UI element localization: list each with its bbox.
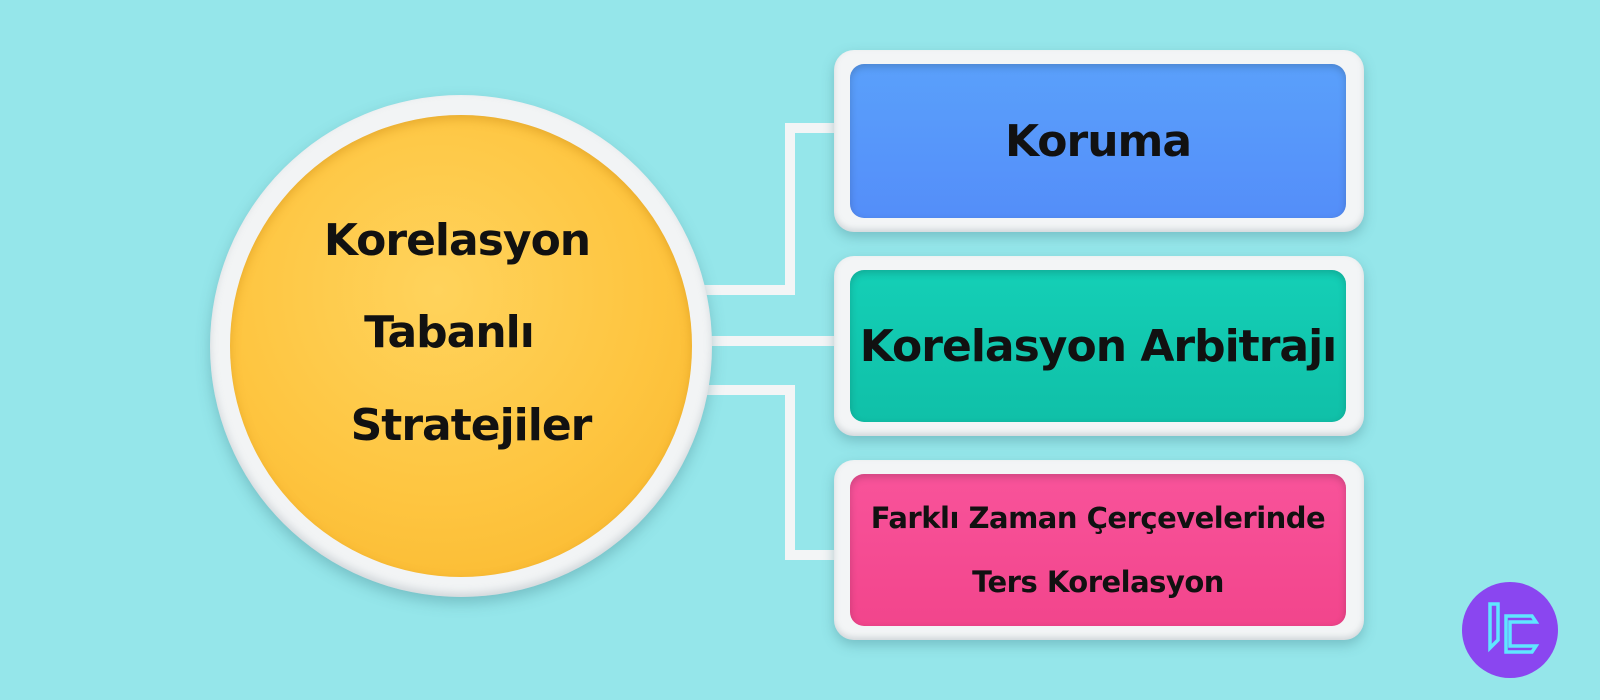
center-node-fill: Korelasyon Tabanlı Stratejiler — [230, 115, 692, 577]
center-title-line-2: Tabanlı — [364, 307, 535, 358]
branch-ters-korelasyon-label-line-1: Farklı Zaman Çerçevelerinde — [870, 501, 1326, 535]
branch-ters-korelasyon: Farklı Zaman Çerçevelerinde Ters Korelas… — [834, 460, 1364, 640]
branch-koruma-label: Koruma — [1004, 115, 1192, 167]
tc-brand-logo-icon — [1462, 582, 1558, 678]
branch-korelasyon-arbitraji-fill: Korelasyon Arbitrajı — [850, 270, 1346, 422]
branch-koruma: Koruma — [834, 50, 1364, 232]
connector-koruma — [700, 123, 836, 295]
center-title-line-1: Korelasyon — [323, 215, 591, 266]
branch-ters-korelasyon-fill: Farklı Zaman Çerçevelerinde Ters Korelas… — [850, 474, 1346, 626]
branch-korelasyon-arbitraji-label: Korelasyon Arbitrajı — [859, 320, 1338, 372]
center-node: Korelasyon Tabanlı Stratejiler — [210, 95, 712, 597]
branch-koruma-fill: Koruma — [850, 64, 1346, 218]
branch-ters-korelasyon-label-line-2: Ters Korelasyon — [972, 565, 1224, 599]
connector-ters-korelasyon — [703, 385, 836, 560]
branch-korelasyon-arbitraji: Korelasyon Arbitrajı — [834, 256, 1364, 436]
center-title-line-3: Stratejiler — [350, 400, 593, 451]
